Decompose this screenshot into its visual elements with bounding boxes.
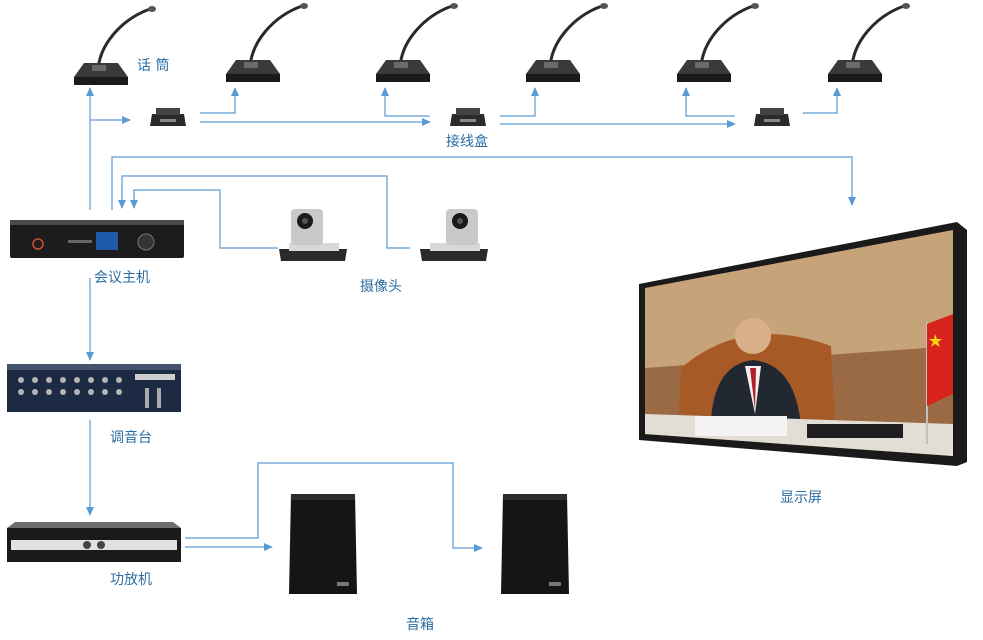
mixer-label: 调音台: [110, 430, 152, 446]
microphone-icon: [226, 3, 308, 82]
speaker-label: 音箱: [406, 617, 434, 633]
host-label: 会议主机: [94, 270, 150, 286]
microphone-icon: [526, 3, 608, 82]
microphone-label: 话 筒: [137, 58, 170, 74]
camera-label: 摄像头: [360, 279, 402, 295]
microphone-icon: [74, 6, 156, 85]
amplifier-label: 功放机: [110, 572, 152, 588]
conference-host-unit-icon: [10, 220, 184, 258]
microphone-icon: [376, 3, 458, 82]
junction-box-icon: [450, 108, 486, 126]
microphone-icon: [828, 3, 910, 82]
display-screen-icon: [639, 222, 967, 466]
junction-box-label: 接线盒: [446, 134, 488, 150]
loudspeaker-icon: [289, 494, 357, 594]
power-amplifier-icon: [7, 522, 181, 562]
loudspeaker-icon: [501, 494, 569, 594]
ptz-camera-icon: [420, 209, 488, 261]
microphone-icon: [677, 3, 759, 82]
ptz-camera-icon: [279, 209, 347, 261]
display-label: 显示屏: [780, 490, 822, 506]
junction-box-icon: [150, 108, 186, 126]
audio-mixer-icon: [7, 364, 181, 412]
junction-box-icon: [754, 108, 790, 126]
